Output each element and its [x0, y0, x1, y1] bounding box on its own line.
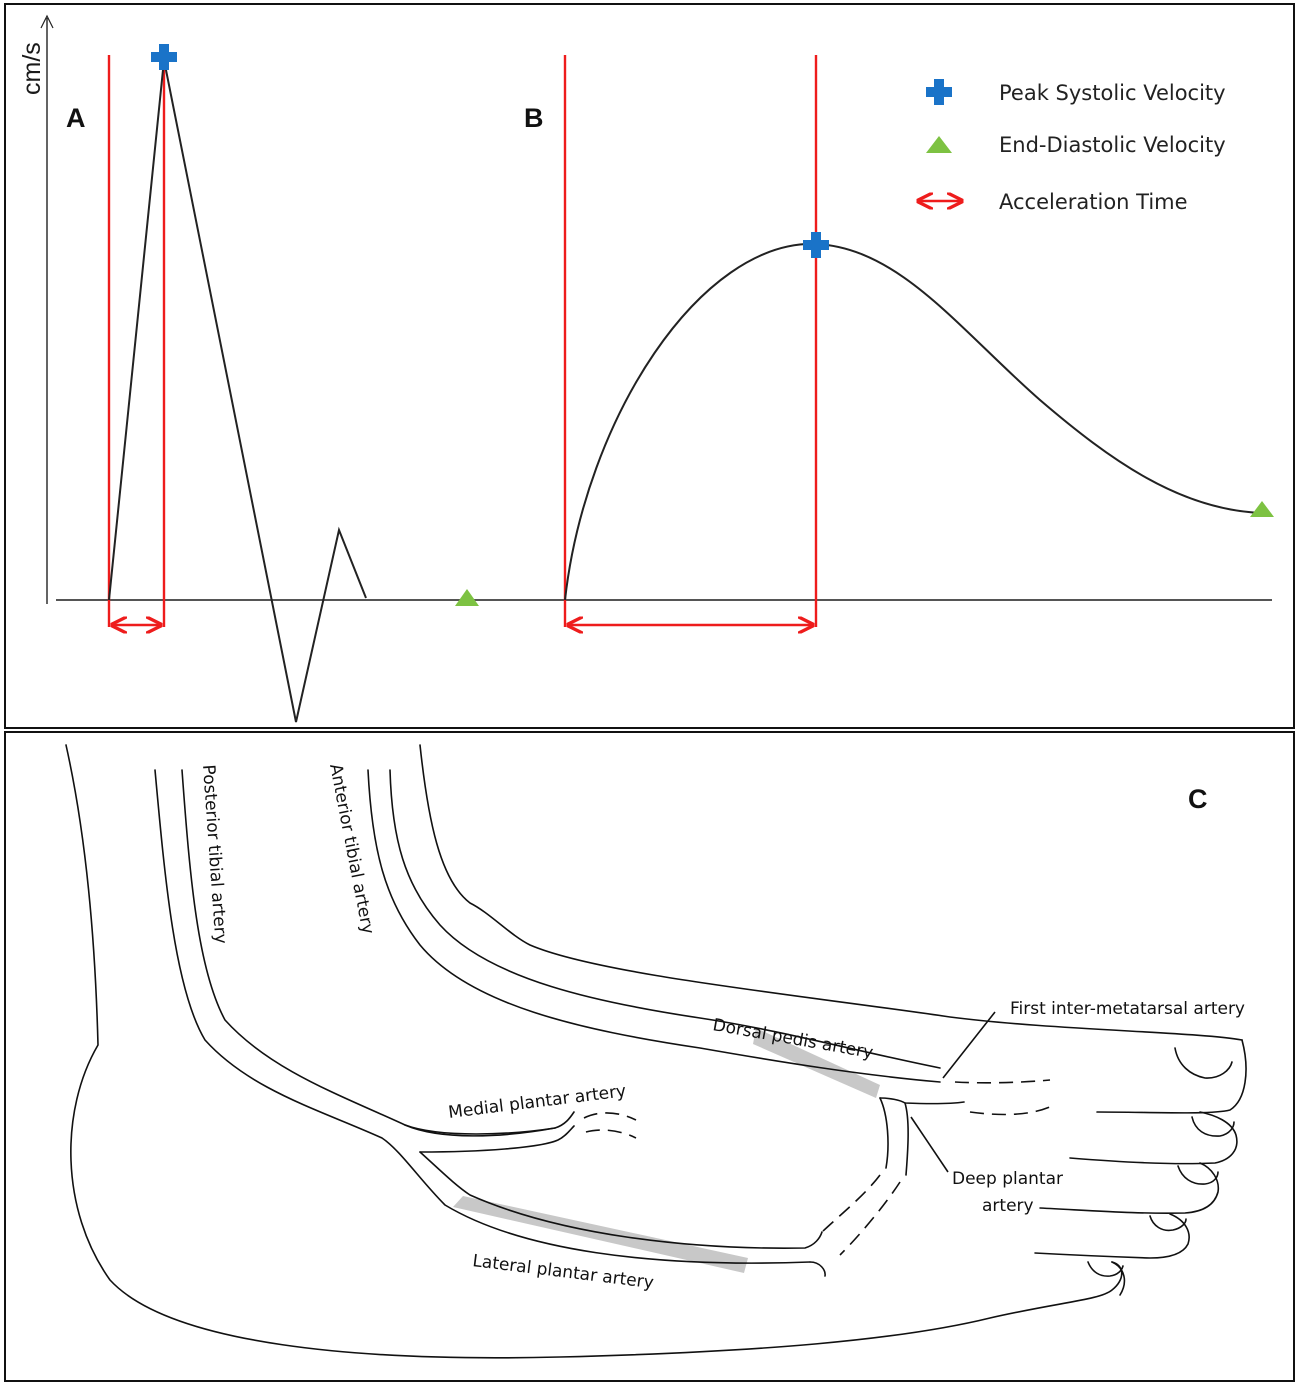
fifth-toe-outline: [1111, 1261, 1126, 1296]
lateral-plantar-artery-end: [809, 1261, 826, 1277]
big-toe-nail: [1174, 1047, 1233, 1079]
medial-plantar-artery-label: Medial plantar artery: [447, 1081, 627, 1123]
deep-plantar-artery-right: [904, 1102, 909, 1176]
y-axis-label: cm/s: [18, 42, 46, 95]
dorsal-pedis-highlight: [753, 1028, 880, 1098]
posterior-tibial-artery-inner: [181, 769, 556, 1137]
deep-plantar-dashed-right: [839, 1181, 901, 1256]
second-toe-outline: [1069, 1111, 1238, 1165]
blue-cross-icon: [926, 79, 952, 105]
waveform-a-trace: [108, 59, 367, 723]
dorsal-pedis-dashed-upper: [954, 1079, 1051, 1084]
deep-plantar-leader: [910, 1116, 949, 1173]
y-axis-arrowhead: [40, 14, 54, 29]
big-toe-outline: [1096, 1039, 1247, 1114]
medial-plantar-artery-dashed-upper: [583, 1112, 637, 1121]
anterior-tibial-artery-outer: [367, 769, 941, 1083]
fourth-toe-nail: [1149, 1215, 1187, 1232]
waveform-a-end-diastolic-icon: [455, 589, 479, 606]
fifth-toe-nail: [1087, 1261, 1124, 1277]
top-panel-frame: [4, 3, 1295, 729]
panel-b-label: B: [524, 103, 544, 133]
medial-plantar-artery-upper: [404, 1111, 575, 1135]
leg-back-outline: [65, 744, 1123, 1359]
medial-plantar-artery-lower: [419, 1125, 575, 1153]
posterior-tibial-artery-label: Posterior tibial artery: [198, 764, 230, 945]
deep-plantar-artery-left: [879, 1097, 889, 1169]
green-triangle-icon: [926, 136, 952, 153]
waveform-b-trace: [564, 242, 1263, 601]
deep-plantar-artery-label-line1: Deep plantar: [952, 1169, 1063, 1189]
leg-front-outline: [419, 744, 1243, 1041]
legend-peak-systolic-label: Peak Systolic Velocity: [999, 81, 1226, 105]
posterior-tibial-artery-outer: [154, 769, 811, 1264]
waveform-b-peak-systolic-icon: [803, 232, 829, 258]
third-toe-nail: [1177, 1165, 1219, 1185]
third-toe-outline: [1039, 1162, 1220, 1214]
legend-acceleration-label: Acceleration Time: [999, 190, 1188, 214]
waveform-a-peak-systolic-icon: [151, 44, 177, 70]
dorsal-pedis-dashed-lower: [969, 1105, 1053, 1116]
fourth-toe-outline: [1034, 1213, 1190, 1259]
panel-c-label: C: [1188, 784, 1208, 814]
first-inter-metatarsal-artery-label: First inter-metatarsal artery: [1010, 999, 1245, 1019]
panel-a-label: A: [66, 103, 86, 133]
waveform-b-end-diastolic-icon: [1250, 501, 1274, 517]
legend-end-diastolic-label: End-Diastolic Velocity: [999, 133, 1226, 157]
medial-plantar-artery-dashed-lower: [585, 1129, 637, 1139]
deep-plantar-dashed-left: [821, 1174, 881, 1233]
anterior-tibial-artery-inner: [389, 769, 941, 1069]
lateral-plantar-artery-upper: [419, 1151, 823, 1249]
second-toe-nail: [1191, 1116, 1235, 1137]
dorsal-pedis-artery-lower: [879, 1097, 965, 1105]
bottom-panel-frame: [4, 731, 1295, 1382]
first-inter-metatarsal-leader: [942, 1011, 996, 1079]
deep-plantar-artery-label-line2: artery: [982, 1196, 1034, 1216]
